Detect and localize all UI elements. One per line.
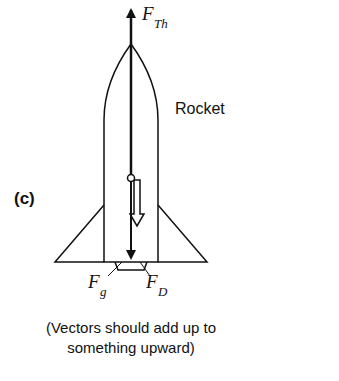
gravity-vector xyxy=(130,178,132,258)
drag-vector xyxy=(130,180,144,226)
panel-tag: (c) xyxy=(14,190,35,209)
thrust-vector xyxy=(130,10,133,178)
left-fin xyxy=(55,205,104,262)
vector-subscript: D xyxy=(158,285,167,299)
part-label: Rocket xyxy=(175,100,225,118)
center-dot xyxy=(128,175,135,182)
right-fin xyxy=(158,205,207,262)
vector-subscript: g xyxy=(100,285,107,299)
nozzle xyxy=(115,262,147,270)
note-text: (Vectors should add up to something upwa… xyxy=(36,318,226,357)
vector-subscript: Th xyxy=(154,17,168,31)
